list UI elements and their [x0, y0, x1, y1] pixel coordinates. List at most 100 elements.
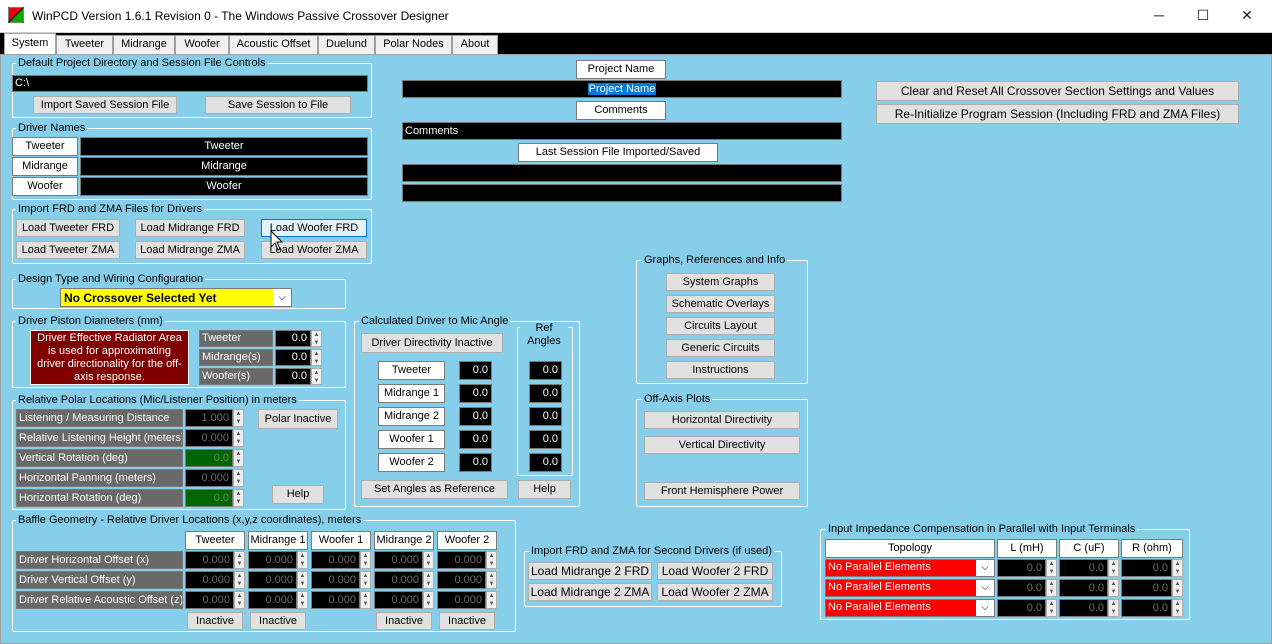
baffle-value-r2-c0[interactable]: 0.000: [185, 591, 234, 609]
tab-acoustic-offset[interactable]: Acoustic Offset: [229, 35, 318, 54]
impedance-topology-select-1[interactable]: No Parallel Elements⌵: [825, 579, 995, 597]
polar-height-input[interactable]: 0.000: [185, 429, 233, 447]
tab-tweeter[interactable]: Tweeter: [56, 35, 113, 54]
baffle-value-r2-c3[interactable]: 0.000: [374, 591, 423, 609]
baffle-spinner-r1-c4[interactable]: ▲▼: [486, 571, 497, 589]
impedance-value-r0-c1[interactable]: 0.0: [1059, 559, 1108, 577]
baffle-value-r1-c3[interactable]: 0.000: [374, 571, 423, 589]
impedance-topology-select-2[interactable]: No Parallel Elements⌵: [825, 599, 995, 617]
front-hemisphere-power-button[interactable]: Front Hemisphere Power: [644, 482, 800, 500]
polar-height-spinner[interactable]: ▲▼: [233, 429, 244, 447]
baffle-value-r1-c1[interactable]: 0.000: [248, 571, 297, 589]
import-session-button[interactable]: Import Saved Session File: [33, 96, 177, 114]
comments-input[interactable]: Comments: [402, 122, 842, 140]
baffle-spinner-r2-c2[interactable]: ▲▼: [360, 591, 371, 609]
project-dir-input[interactable]: C:\: [12, 75, 368, 92]
tab-system[interactable]: System: [4, 33, 56, 54]
vertical-directivity-button[interactable]: Vertical Directivity: [644, 436, 800, 454]
baffle-spinner-r1-c3[interactable]: ▲▼: [423, 571, 434, 589]
baffle-value-r0-c0[interactable]: 0.000: [185, 551, 234, 569]
piston-midrange-input[interactable]: 0.0: [275, 349, 311, 366]
polar-inactive-button[interactable]: Polar Inactive: [258, 409, 338, 429]
baffle-midrange-1-inactive-button[interactable]: Inactive: [250, 612, 306, 630]
load-midrange-2-zma-button[interactable]: Load Midrange 2 ZMA: [528, 583, 652, 601]
baffle-spinner-r0-c1[interactable]: ▲▼: [297, 551, 308, 569]
polar-horizontal-rotation-spinner[interactable]: ▲▼: [233, 489, 244, 507]
impedance-topology-select-0[interactable]: No Parallel Elements⌵: [825, 559, 995, 577]
tab-duelund[interactable]: Duelund: [318, 35, 375, 54]
polar-distance-spinner[interactable]: ▲▼: [233, 409, 244, 427]
load-woofer-zma-button[interactable]: Load Woofer ZMA: [261, 241, 367, 259]
load-midrange-2-frd-button[interactable]: Load Midrange 2 FRD: [528, 562, 652, 580]
baffle-spinner-r0-c4[interactable]: ▲▼: [486, 551, 497, 569]
driver-directivity-button[interactable]: Driver Directivity Inactive: [361, 333, 503, 353]
baffle-spinner-r2-c4[interactable]: ▲▼: [486, 591, 497, 609]
circuits-layout-button[interactable]: Circuits Layout: [666, 317, 775, 335]
impedance-spinner-r1-c2[interactable]: ▲▼: [1172, 579, 1183, 597]
baffle-spinner-r1-c0[interactable]: ▲▼: [234, 571, 245, 589]
project-name-input[interactable]: Project Name: [402, 80, 842, 98]
impedance-value-r1-c2[interactable]: 0.0: [1121, 579, 1172, 597]
load-midrange-frd-button[interactable]: Load Midrange FRD: [135, 219, 245, 237]
impedance-value-r1-c0[interactable]: 0.0: [997, 579, 1046, 597]
baffle-value-r0-c3[interactable]: 0.000: [374, 551, 423, 569]
load-woofer-2-frd-button[interactable]: Load Woofer 2 FRD: [657, 562, 773, 580]
load-woofer-frd-button[interactable]: Load Woofer FRD: [261, 219, 367, 237]
close-button[interactable]: ✕: [1241, 7, 1253, 23]
baffle-spinner-r0-c0[interactable]: ▲▼: [234, 551, 245, 569]
piston-woofer-input[interactable]: 0.0: [275, 368, 311, 385]
polar-horizontal-panning-spinner[interactable]: ▲▼: [233, 469, 244, 487]
impedance-value-r0-c2[interactable]: 0.0: [1121, 559, 1172, 577]
driver-name-input-tweeter[interactable]: Tweeter: [80, 137, 368, 156]
driver-name-input-midrange[interactable]: Midrange: [80, 157, 368, 176]
impedance-spinner-r2-c2[interactable]: ▲▼: [1172, 599, 1183, 617]
mic-angle-help-button[interactable]: Help: [518, 480, 571, 499]
impedance-spinner-r0-c1[interactable]: ▲▼: [1108, 559, 1119, 577]
load-woofer-2-zma-button[interactable]: Load Woofer 2 ZMA: [657, 583, 773, 601]
baffle-spinner-r2-c1[interactable]: ▲▼: [297, 591, 308, 609]
design-type-select[interactable]: No Crossover Selected Yet ⌵: [60, 288, 292, 307]
baffle-spinner-r1-c2[interactable]: ▲▼: [360, 571, 371, 589]
impedance-spinner-r1-c1[interactable]: ▲▼: [1108, 579, 1119, 597]
baffle-value-r1-c0[interactable]: 0.000: [185, 571, 234, 589]
impedance-spinner-r0-c0[interactable]: ▲▼: [1046, 559, 1057, 577]
baffle-value-r1-c2[interactable]: 0.000: [311, 571, 360, 589]
impedance-value-r2-c0[interactable]: 0.0: [997, 599, 1046, 617]
baffle-spinner-r2-c3[interactable]: ▲▼: [423, 591, 434, 609]
load-tweeter-zma-button[interactable]: Load Tweeter ZMA: [16, 241, 120, 259]
baffle-value-r0-c1[interactable]: 0.000: [248, 551, 297, 569]
schematic-overlays-button[interactable]: Schematic Overlays: [666, 295, 775, 313]
baffle-spinner-r2-c0[interactable]: ▲▼: [234, 591, 245, 609]
reinitialize-button[interactable]: Re-Initialize Program Session (Including…: [876, 104, 1239, 124]
baffle-value-r2-c4[interactable]: 0.000: [437, 591, 486, 609]
impedance-spinner-r2-c1[interactable]: ▲▼: [1108, 599, 1119, 617]
baffle-woofer-2-inactive-button[interactable]: Inactive: [439, 612, 495, 630]
set-angles-reference-button[interactable]: Set Angles as Reference: [361, 480, 508, 499]
baffle-tweeter-inactive-button[interactable]: Inactive: [187, 612, 243, 630]
impedance-value-r2-c2[interactable]: 0.0: [1121, 599, 1172, 617]
save-session-button[interactable]: Save Session to File: [205, 96, 351, 114]
minimize-button[interactable]: ─: [1154, 7, 1164, 23]
baffle-value-r0-c4[interactable]: 0.000: [437, 551, 486, 569]
piston-tweeter-spinner[interactable]: ▲▼: [311, 330, 322, 347]
impedance-value-r0-c0[interactable]: 0.0: [997, 559, 1046, 577]
baffle-value-r2-c2[interactable]: 0.000: [311, 591, 360, 609]
baffle-value-r0-c2[interactable]: 0.000: [311, 551, 360, 569]
baffle-spinner-r0-c2[interactable]: ▲▼: [360, 551, 371, 569]
driver-name-input-woofer[interactable]: Woofer: [80, 177, 368, 196]
polar-help-button[interactable]: Help: [272, 485, 324, 504]
polar-horizontal-rotation-input[interactable]: 0.0: [185, 489, 233, 507]
instructions-button[interactable]: Instructions: [666, 361, 775, 379]
clear-reset-button[interactable]: Clear and Reset All Crossover Section Se…: [876, 81, 1239, 101]
polar-vertical-rotation-input[interactable]: 0.0: [185, 449, 233, 467]
maximize-button[interactable]: ☐: [1196, 7, 1210, 23]
impedance-spinner-r1-c0[interactable]: ▲▼: [1046, 579, 1057, 597]
load-tweeter-frd-button[interactable]: Load Tweeter FRD: [16, 219, 120, 237]
generic-circuits-button[interactable]: Generic Circuits: [666, 339, 775, 357]
piston-woofer-spinner[interactable]: ▲▼: [311, 368, 322, 385]
baffle-midrange-2-inactive-button[interactable]: Inactive: [376, 612, 432, 630]
polar-horizontal-panning-input[interactable]: 0.000: [185, 469, 233, 487]
tab-polar-nodes[interactable]: Polar Nodes: [375, 35, 452, 54]
impedance-value-r1-c1[interactable]: 0.0: [1059, 579, 1108, 597]
horizontal-directivity-button[interactable]: Horizontal Directivity: [644, 411, 800, 429]
